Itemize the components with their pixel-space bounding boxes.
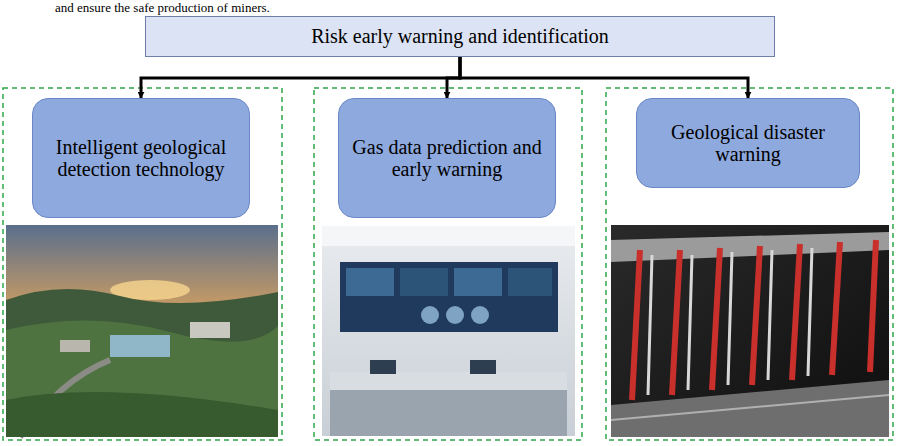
box-label: Intelligent geological detection technol… [41,136,241,181]
arrow-connector [141,57,460,98]
text-fragment: and ensure the safe production of miners… [55,0,270,16]
category-box: Gas data prediction and early warning [338,98,556,218]
box-label: Risk early warning and identification [311,25,609,48]
category-box: Intelligent geological detection technol… [32,98,250,218]
control-room-photo [322,226,575,436]
box-label: Geological disaster warning [645,121,851,166]
mine-tunnel-photo [611,225,889,437]
landscape-photo [6,225,278,437]
box-label: Gas data prediction and early warning [347,136,547,181]
root-box: Risk early warning and identification [145,16,775,57]
dashed-panel [606,88,893,440]
arrow-connector [460,57,748,98]
dashed-panel [314,88,582,440]
arrow-connector [447,57,460,98]
dashed-panel [3,88,282,440]
category-box: Geological disaster warning [636,98,860,188]
